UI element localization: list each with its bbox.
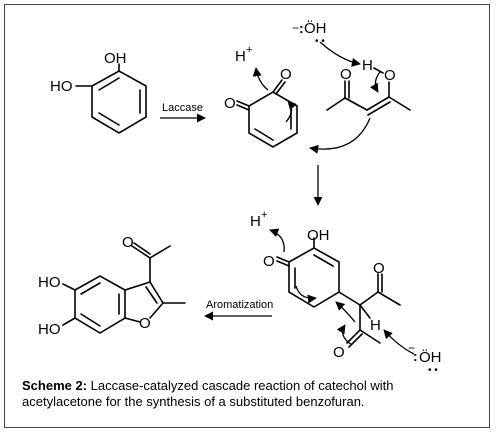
- hydroxide-1-minus: −: [292, 21, 299, 35]
- hydroxide-2: − ÖH : • •: [383, 329, 442, 376]
- hydroxide-2-lone-pair: :: [413, 348, 418, 364]
- benzofuran-molecule: O HO HO O: [38, 234, 186, 338]
- aromatization-label: Aromatization: [206, 299, 273, 311]
- proton-1-h: H: [235, 48, 246, 65]
- adduct-h: H: [370, 317, 381, 334]
- proton-1: H +: [235, 44, 269, 91]
- adduct-o-top: O: [373, 260, 385, 277]
- hydroxide-1-lone-pair-bottom: • •: [315, 36, 325, 47]
- proton-1-plus: +: [246, 44, 252, 56]
- aromatization-arrow: Aromatization: [204, 299, 273, 321]
- caption-text: Laccase-catalyzed cascade reaction of ca…: [22, 378, 394, 409]
- product-o-ring: O: [139, 315, 151, 332]
- adduct-oh: OH: [307, 227, 330, 244]
- proton-2: H +: [250, 209, 285, 253]
- product-ho-top: HO: [38, 274, 61, 291]
- adduct-o-left: O: [263, 253, 275, 270]
- scheme-caption: Scheme 2: Laccase-catalyzed cascade reac…: [22, 378, 477, 410]
- catechol-oh-label: OH: [104, 50, 127, 67]
- adduct-molecule: OH O O H O: [263, 227, 401, 361]
- hydroxide-1: − ÖH : • •: [292, 19, 361, 67]
- catechol-molecule: OH HO: [50, 50, 147, 134]
- caption-label: Scheme 2:: [22, 378, 88, 393]
- laccase-label: Laccase: [162, 102, 203, 114]
- enol-h: H: [362, 57, 373, 74]
- quinone-molecule: O O: [224, 66, 298, 148]
- catechol-ho-label: HO: [50, 78, 73, 95]
- adduct-o-bottom: O: [333, 344, 345, 361]
- quinone-o-left: O: [224, 95, 236, 112]
- enol-o-right: O: [384, 67, 396, 84]
- laccase-arrow: Laccase: [160, 102, 206, 123]
- quinone-o-top: O: [280, 66, 292, 83]
- scheme-frame: [4, 4, 490, 428]
- hydroxide-2-minus: −: [408, 341, 415, 355]
- hydroxide-1-label: ÖH: [304, 19, 327, 37]
- proton-2-h: H: [250, 213, 261, 230]
- hydroxide-1-lone-pair: :: [299, 20, 304, 36]
- proton-2-plus: +: [261, 209, 267, 221]
- product-o-acetyl: O: [122, 234, 134, 251]
- hydroxide-2-lone-pair-bottom: • •: [428, 365, 438, 376]
- enol-o-left: O: [340, 66, 352, 83]
- product-ho-bottom: HO: [38, 321, 61, 338]
- hydroxide-2-label: ÖH: [419, 348, 442, 366]
- enol-molecule: O H O: [309, 57, 411, 154]
